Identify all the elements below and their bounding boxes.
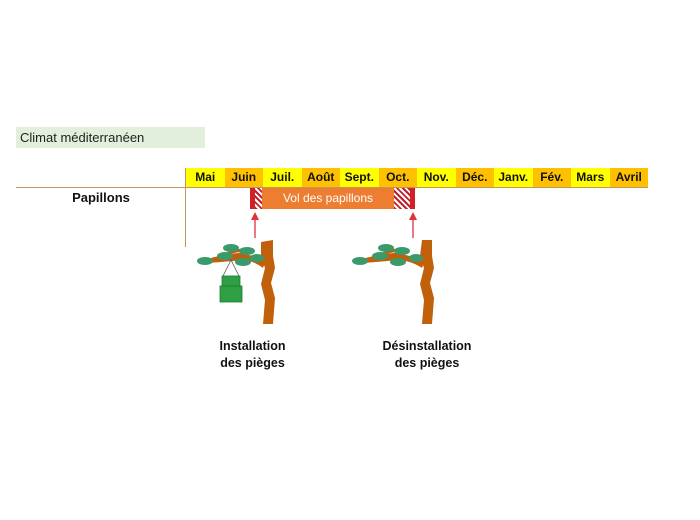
month-cell: Avril bbox=[609, 168, 648, 187]
month-cell: Fév. bbox=[532, 168, 571, 187]
month-cell: Nov. bbox=[417, 168, 456, 187]
month-cell: Janv. bbox=[494, 168, 533, 187]
trap-top bbox=[221, 275, 241, 287]
row-label-divider bbox=[185, 168, 186, 247]
month-cell: Mars bbox=[571, 168, 610, 187]
end-marker bbox=[410, 188, 415, 209]
region-label: Climat méditerranéen bbox=[16, 127, 205, 148]
month-cell: Déc. bbox=[455, 168, 494, 187]
header-divider bbox=[16, 187, 648, 188]
month-cell: Août bbox=[301, 168, 340, 187]
tree-with-trap-icon bbox=[197, 240, 275, 324]
start-marker bbox=[250, 188, 255, 209]
month-cell: Mai bbox=[186, 168, 225, 187]
month-cell: Sept. bbox=[340, 168, 379, 187]
uninstall-caption-line1: Désinstallation bbox=[382, 339, 472, 353]
install-caption: Installation des pièges bbox=[205, 338, 300, 372]
start-hatch bbox=[255, 188, 262, 209]
month-cell: Oct. bbox=[378, 168, 417, 187]
flight-label: Vol des papillons bbox=[262, 188, 394, 209]
install-arrow-icon bbox=[251, 212, 259, 238]
uninstall-caption-line2: des pièges bbox=[394, 356, 460, 370]
row-label-papillons: Papillons bbox=[72, 190, 130, 205]
month-cell: Juin bbox=[224, 168, 263, 187]
tree-icon bbox=[352, 240, 434, 324]
install-caption-line1: Installation bbox=[219, 339, 286, 353]
uninstall-caption: Désinstallation des pièges bbox=[372, 338, 482, 372]
flight-period-bar: Vol des papillons bbox=[250, 188, 416, 209]
month-cell: Juil. bbox=[263, 168, 302, 187]
end-hatch bbox=[394, 188, 410, 209]
install-caption-line2: des pièges bbox=[220, 356, 285, 370]
uninstall-arrow-icon bbox=[409, 212, 417, 238]
trap-body bbox=[219, 285, 243, 303]
